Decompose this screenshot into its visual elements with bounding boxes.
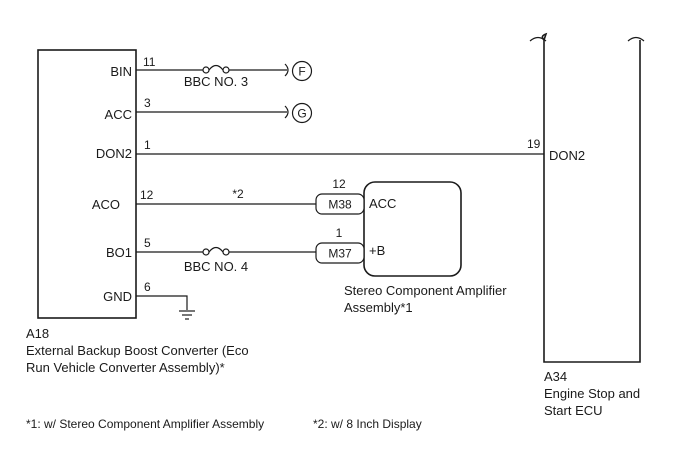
a34-name-line2: Start ECU <box>544 403 603 418</box>
a18-pin-label-bo1: BO1 <box>106 245 132 260</box>
wire-aco-note: *2 <box>232 187 244 201</box>
a34-pin-label-don2: DON2 <box>549 148 585 163</box>
footnote-1: *1: w/ Stereo Component Amplifier Assemb… <box>26 417 264 431</box>
a18-code: A18 <box>26 326 49 341</box>
connector-m37 <box>315 242 365 264</box>
a18-pin-label-acc: ACC <box>105 107 132 122</box>
a18-pin-number-aco: 12 <box>140 188 154 202</box>
connector-g-arrow <box>284 105 289 119</box>
fuse-bin-element <box>208 64 224 71</box>
connector-m38-label: M38 <box>328 198 352 212</box>
a18-name-line2: Run Vehicle Converter Assembly)* <box>26 360 225 375</box>
fuse-bin-terminal-right <box>222 66 230 74</box>
reference-f-circle <box>291 60 313 82</box>
a34-ecu-top-edge-right <box>627 36 645 42</box>
connector-m37-label: M37 <box>328 247 352 261</box>
a18-pin-label-aco: ACO <box>92 197 120 212</box>
amplifier-pin-label-b: +B <box>369 243 385 258</box>
reference-g-label: G <box>297 107 306 121</box>
amplifier-name-line2: Assembly*1 <box>344 300 413 315</box>
a34-ecu-box <box>541 32 641 363</box>
fuse-bo1-label: BBC NO. 4 <box>184 259 248 274</box>
connector-f-arrow <box>284 63 289 77</box>
a34-ecu-top-edge <box>529 36 547 42</box>
reference-g-circle <box>291 102 313 124</box>
connector-m38 <box>315 193 365 215</box>
fuse-bin-terminal-left <box>202 66 210 74</box>
a18-pin-label-bin: BIN <box>110 64 132 79</box>
a18-pin-number-don2: 1 <box>144 138 151 152</box>
reference-f-label: F <box>298 65 305 79</box>
a18-name-line1: External Backup Boost Converter (Eco <box>26 343 249 358</box>
a18-pin-number-bin: 11 <box>143 55 156 69</box>
amplifier-box <box>363 181 462 277</box>
footnote-2: *2: w/ 8 Inch Display <box>313 417 422 431</box>
a18-pin-number-gnd: 6 <box>144 280 151 294</box>
fuse-bo1-element <box>208 246 224 253</box>
wire-gnd <box>136 295 188 310</box>
amplifier-name-line1: Stereo Component Amplifier <box>344 283 507 298</box>
a34-code: A34 <box>544 369 567 384</box>
a18-pin-label-don2: DON2 <box>96 146 132 161</box>
a18-pin-number-bo1: 5 <box>144 236 151 250</box>
amplifier-pin-number-b: 1 <box>336 226 343 240</box>
amplifier-pin-number-acc: 12 <box>332 177 346 191</box>
fuse-bo1-terminal-right <box>222 248 230 256</box>
a34-pin-number-don2: 19 <box>527 137 541 151</box>
amplifier-pin-label-acc: ACC <box>369 196 396 211</box>
a18-pin-number-acc: 3 <box>144 96 151 110</box>
a34-name-line1: Engine Stop and <box>544 386 640 401</box>
fuse-bin-label: BBC NO. 3 <box>184 74 248 89</box>
a18-pin-label-gnd: GND <box>103 289 132 304</box>
fuse-bo1-terminal-left <box>202 248 210 256</box>
a18-module-box <box>37 49 137 319</box>
